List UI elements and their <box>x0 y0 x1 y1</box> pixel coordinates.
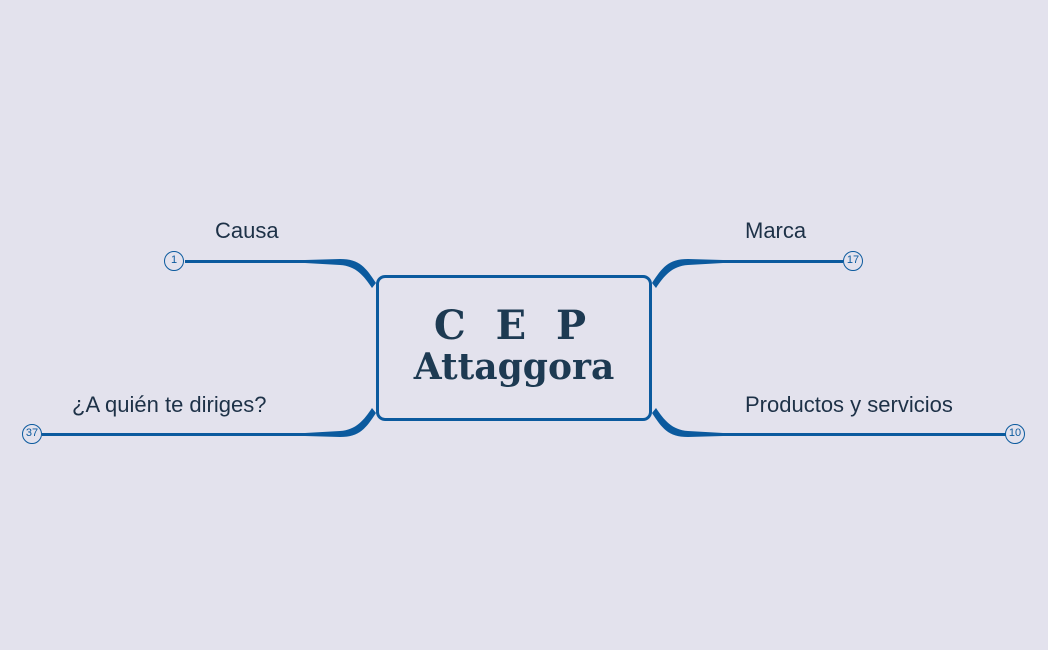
central-topic-line1: C E P <box>433 302 595 350</box>
branch-productos <box>652 408 723 437</box>
topic-marca[interactable]: Marca <box>745 218 807 243</box>
collapse-badge-audiencia[interactable]: 37 <box>22 424 42 444</box>
topic-productos[interactable]: Productos y servicios <box>745 392 953 417</box>
collapse-badge-causa[interactable]: 1 <box>164 251 184 271</box>
collapse-badge-productos[interactable]: 10 <box>1005 424 1025 444</box>
branch-causa <box>305 259 376 288</box>
topic-audiencia[interactable]: ¿A quién te diriges? <box>72 392 267 417</box>
topic-causa[interactable]: Causa <box>215 218 279 243</box>
central-topic[interactable]: C E P Attaggora <box>376 275 652 421</box>
collapse-badge-marca[interactable]: 17 <box>843 251 863 271</box>
branch-marca <box>652 259 723 288</box>
branch-audiencia <box>305 408 376 437</box>
central-topic-line2: Attaggora <box>413 346 615 389</box>
